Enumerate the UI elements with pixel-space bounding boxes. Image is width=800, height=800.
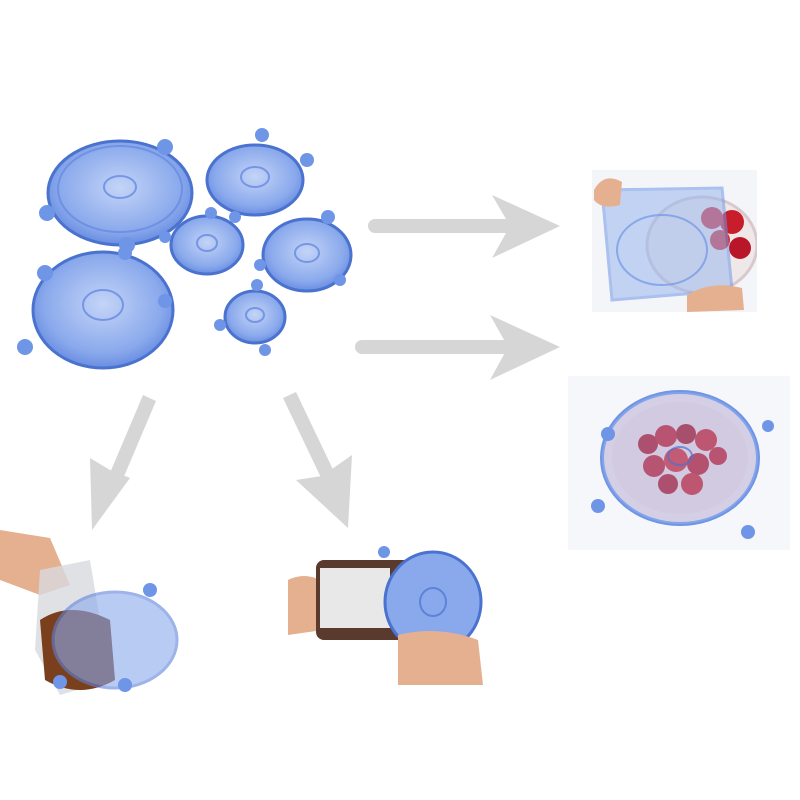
lid-medium-1	[205, 128, 314, 223]
lid-small-1	[159, 207, 245, 276]
lid-large-2	[17, 246, 175, 370]
arrow-down-right-icon	[283, 392, 352, 528]
photo-plate-cover	[568, 376, 790, 550]
photo-can-cover	[288, 540, 483, 685]
photo-bowl-stretch	[592, 170, 757, 312]
arrow-right-middle-icon	[355, 315, 560, 380]
silicone-lid-set	[17, 128, 353, 370]
arrow-right-top-icon	[368, 195, 560, 258]
arrow-down-left-icon	[90, 395, 156, 530]
photo-jar-cover	[0, 530, 205, 700]
lid-medium-2	[254, 210, 353, 293]
lid-small-2	[214, 279, 287, 356]
